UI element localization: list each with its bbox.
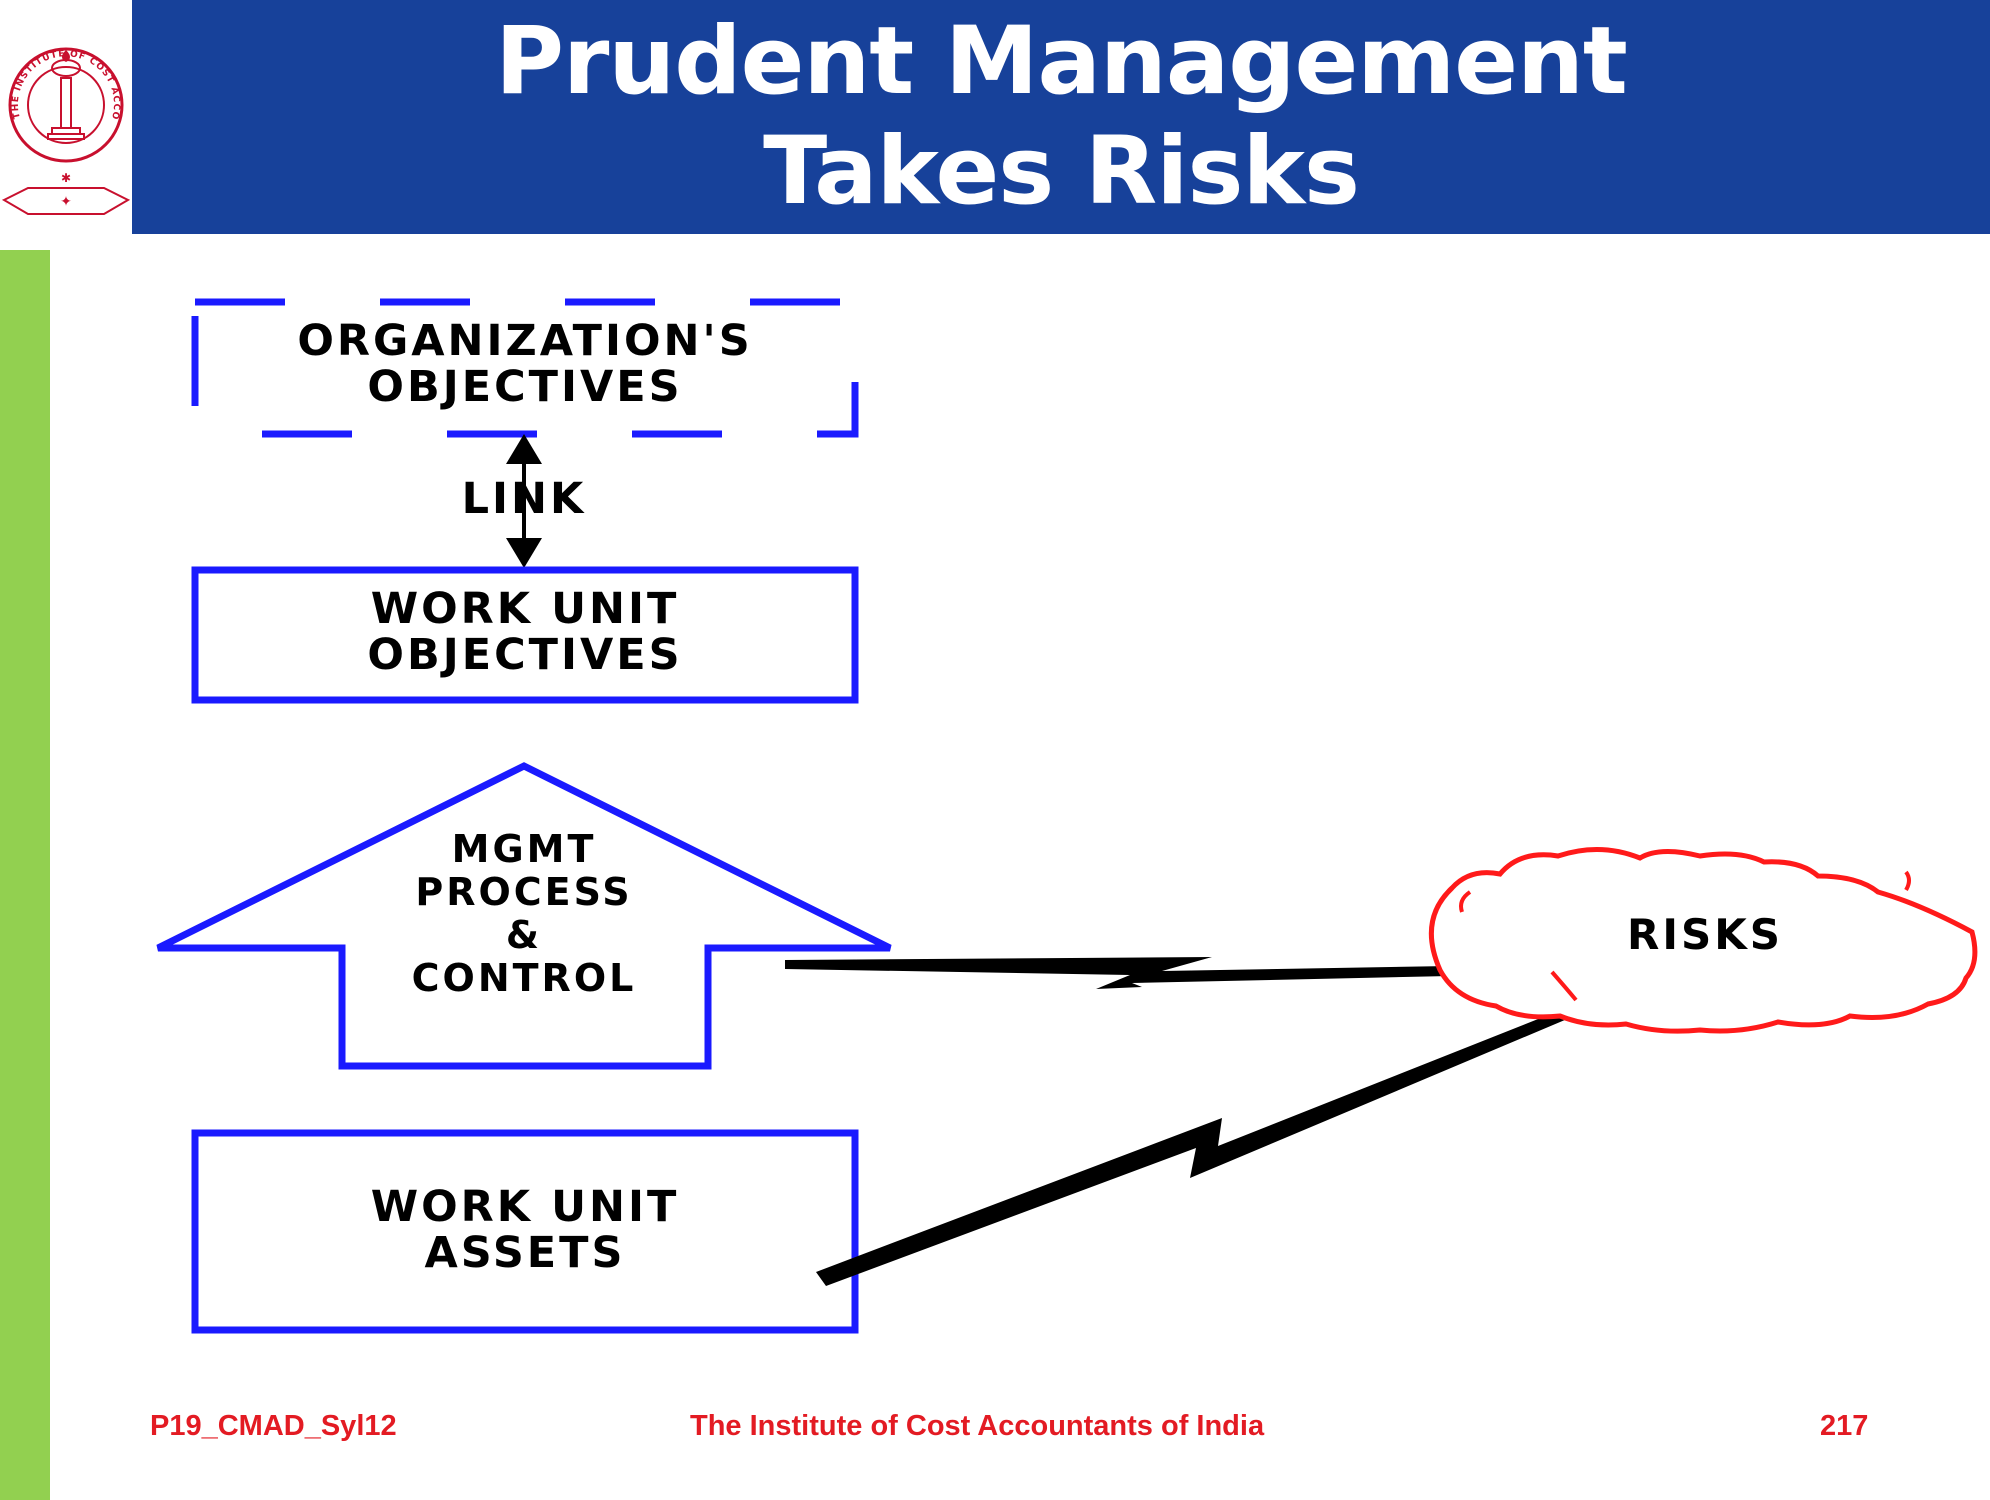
link-double-arrow bbox=[506, 434, 542, 568]
link-label: LINK bbox=[461, 474, 587, 524]
institute-logo: THE INSTITUTE OF COST ACCOUNTANTS OF IND… bbox=[0, 0, 132, 234]
work-unit-assets-label: WORK UNIT ASSETS bbox=[195, 1184, 855, 1276]
page-title-line-1: Prudent Management bbox=[495, 7, 1628, 116]
work-unit-objectives-line-2: OBJECTIVES bbox=[367, 630, 683, 680]
footer-institute-name: The Institute of Cost Accountants of Ind… bbox=[690, 1410, 1265, 1442]
page-title-line-2: Takes Risks bbox=[763, 117, 1360, 226]
work-unit-objectives-label: WORK UNIT OBJECTIVES bbox=[195, 586, 855, 678]
org-objectives-label: ORGANIZATION'S OBJECTIVES bbox=[195, 318, 855, 410]
mgmt-process-line-3: & bbox=[505, 913, 543, 957]
org-objectives-box bbox=[191, 298, 859, 438]
work-unit-assets-line-2: ASSETS bbox=[424, 1228, 626, 1278]
side-accent-bar bbox=[0, 250, 50, 1500]
org-objectives-line-1: ORGANIZATION'S bbox=[297, 316, 753, 366]
mgmt-process-line-4: CONTROL bbox=[411, 956, 637, 1000]
risks-cloud bbox=[1428, 847, 1978, 1034]
risks-label: RISKS bbox=[1626, 910, 1783, 959]
footer-page-number: 217 bbox=[1820, 1410, 1869, 1442]
lightning-bolt-assets-risks bbox=[816, 1000, 1598, 1286]
lightning-bolt-mgmt-risks bbox=[785, 957, 1450, 989]
work-unit-objectives-line-1: WORK UNIT bbox=[370, 584, 680, 634]
institute-seal-icon: THE INSTITUTE OF COST ACCOUNTANTS OF IND… bbox=[0, 0, 131, 215]
footer-course-code: P19_CMAD_Syl12 bbox=[150, 1410, 397, 1442]
mgmt-process-line-1: MGMT bbox=[451, 827, 597, 871]
mgmt-process-label: MGMT PROCESS & CONTROL bbox=[324, 828, 724, 1000]
title-bar: Prudent Management Takes Risks bbox=[132, 0, 1990, 234]
mgmt-process-arrow-shape bbox=[156, 762, 892, 1070]
svg-text:✦: ✦ bbox=[60, 194, 72, 210]
work-unit-assets-line-1: WORK UNIT bbox=[370, 1182, 680, 1232]
svg-text:✱: ✱ bbox=[61, 171, 71, 185]
work-unit-objectives-box bbox=[191, 566, 859, 704]
org-objectives-line-2: OBJECTIVES bbox=[367, 362, 683, 412]
mgmt-process-line-2: PROCESS bbox=[415, 870, 633, 914]
work-unit-assets-box bbox=[191, 1129, 859, 1334]
